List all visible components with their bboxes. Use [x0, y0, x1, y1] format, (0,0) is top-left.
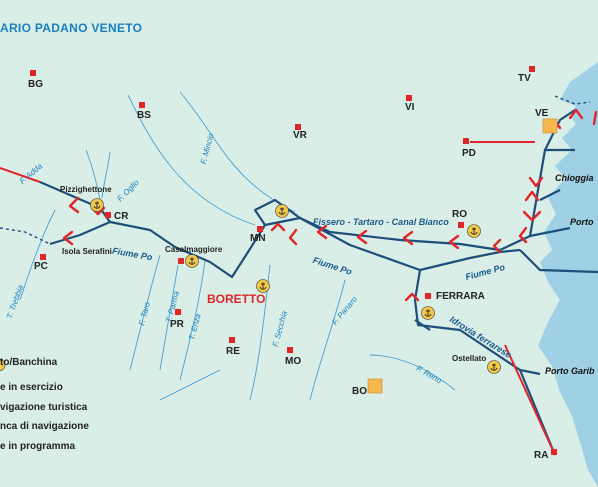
coast-label-porto-garibaldi: Porto Garib — [545, 366, 595, 376]
city-square-icon — [30, 70, 36, 76]
direction-arrow-icon — [288, 228, 298, 246]
city-square-icon — [458, 222, 464, 228]
direction-arrow-icon — [62, 230, 74, 246]
city-square-icon — [105, 212, 111, 218]
highlight-label-boretto: BORETTO — [207, 292, 266, 306]
direction-arrow-icon — [356, 229, 368, 245]
port-icons — [90, 198, 501, 374]
port-label-pizzighettone: Pizzighettone — [60, 185, 112, 194]
city-label-vr: VR — [293, 130, 307, 141]
legend-item-tourism: vigazione turistica — [0, 402, 88, 413]
hub-marker-bo — [367, 378, 383, 394]
direction-arrow-icon — [68, 196, 80, 214]
city-square-icon — [175, 309, 181, 315]
direction-arrow-icon — [270, 222, 286, 232]
city-square-icon — [529, 66, 535, 72]
minor-rivers — [19, 91, 456, 401]
waterway-label-fissero: Fissero - Tartaro - Canal Bianco — [313, 217, 449, 227]
port-label-casalmaggiore: Casalmaggiore — [165, 245, 223, 254]
city-label-ra: RA — [534, 450, 549, 461]
city-label-mo: MO — [285, 356, 302, 367]
city-label-pc: PC — [34, 261, 48, 272]
city-label-vi: VI — [405, 102, 415, 113]
adriatic-sea — [538, 62, 598, 487]
legend-item-planned: e in programma — [0, 441, 76, 452]
city-label-ro: RO — [452, 209, 467, 220]
legend-item-active: e in esercizio — [0, 382, 63, 393]
planned-waterways — [0, 95, 591, 245]
city-square-icon — [257, 226, 263, 232]
legend-item-port: to/Banchina — [0, 357, 58, 368]
direction-arrow-icon — [568, 108, 584, 120]
anchor-icon — [256, 279, 270, 293]
city-label-re: RE — [226, 346, 240, 357]
port-label-isola-serafini: Isola Serafini — [62, 247, 112, 256]
city-square-icon — [551, 449, 557, 455]
direction-arrow-icon — [316, 224, 328, 240]
city-square-icon — [406, 95, 412, 101]
city-label-pd: PD — [462, 148, 476, 159]
city-square-icon — [463, 138, 469, 144]
city-label-bo: BO — [352, 386, 367, 397]
city-square-icon — [287, 347, 293, 353]
city-square-icon — [40, 254, 46, 260]
city-markers — [30, 66, 557, 455]
city-label-tv: TV — [518, 73, 531, 84]
direction-arrow-icon — [518, 226, 528, 244]
city-label-bs: BS — [137, 110, 151, 121]
legend-item-navigation-lane: nca di navigazione — [0, 421, 89, 432]
city-label-cr: CR — [114, 211, 129, 222]
city-label-pr: PR — [170, 319, 184, 330]
map-title: ARIO PADANO VENETO — [0, 21, 143, 35]
direction-arrow-icon — [528, 176, 544, 188]
main-waterways — [39, 109, 598, 456]
anchor-icon — [275, 204, 289, 218]
red-lines — [0, 141, 556, 456]
coast-label-porto: Porto — [570, 217, 594, 227]
port-label-ostellato: Ostellato — [452, 354, 487, 363]
anchor-icon — [421, 306, 435, 320]
direction-arrow-icon — [592, 110, 598, 126]
anchor-icon — [487, 360, 501, 374]
direction-arrow-icon — [404, 292, 420, 302]
city-label-bg: BG — [28, 79, 43, 90]
city-label-mn: MN — [250, 233, 266, 244]
city-square-icon — [178, 258, 184, 264]
city-square-icon — [229, 337, 235, 343]
hub-marker-ve — [542, 118, 558, 134]
city-label-ferrara: FERRARA — [436, 291, 485, 302]
city-square-icon — [425, 293, 431, 299]
anchor-icon — [185, 254, 199, 268]
direction-arrow-icon — [524, 190, 540, 202]
city-square-icon — [295, 124, 301, 130]
direction-arrow-icon — [448, 234, 460, 250]
city-label-ve: VE — [535, 108, 549, 119]
legend-markers — [0, 358, 6, 372]
direction-arrow-icon — [522, 210, 542, 222]
anchor-icon — [90, 198, 104, 212]
direction-arrow-icon — [492, 238, 502, 254]
direction-arrow-icon — [402, 230, 414, 246]
anchor-icon — [467, 224, 481, 238]
coast-label-chioggia: Chioggia — [555, 173, 594, 183]
city-square-icon — [139, 102, 145, 108]
